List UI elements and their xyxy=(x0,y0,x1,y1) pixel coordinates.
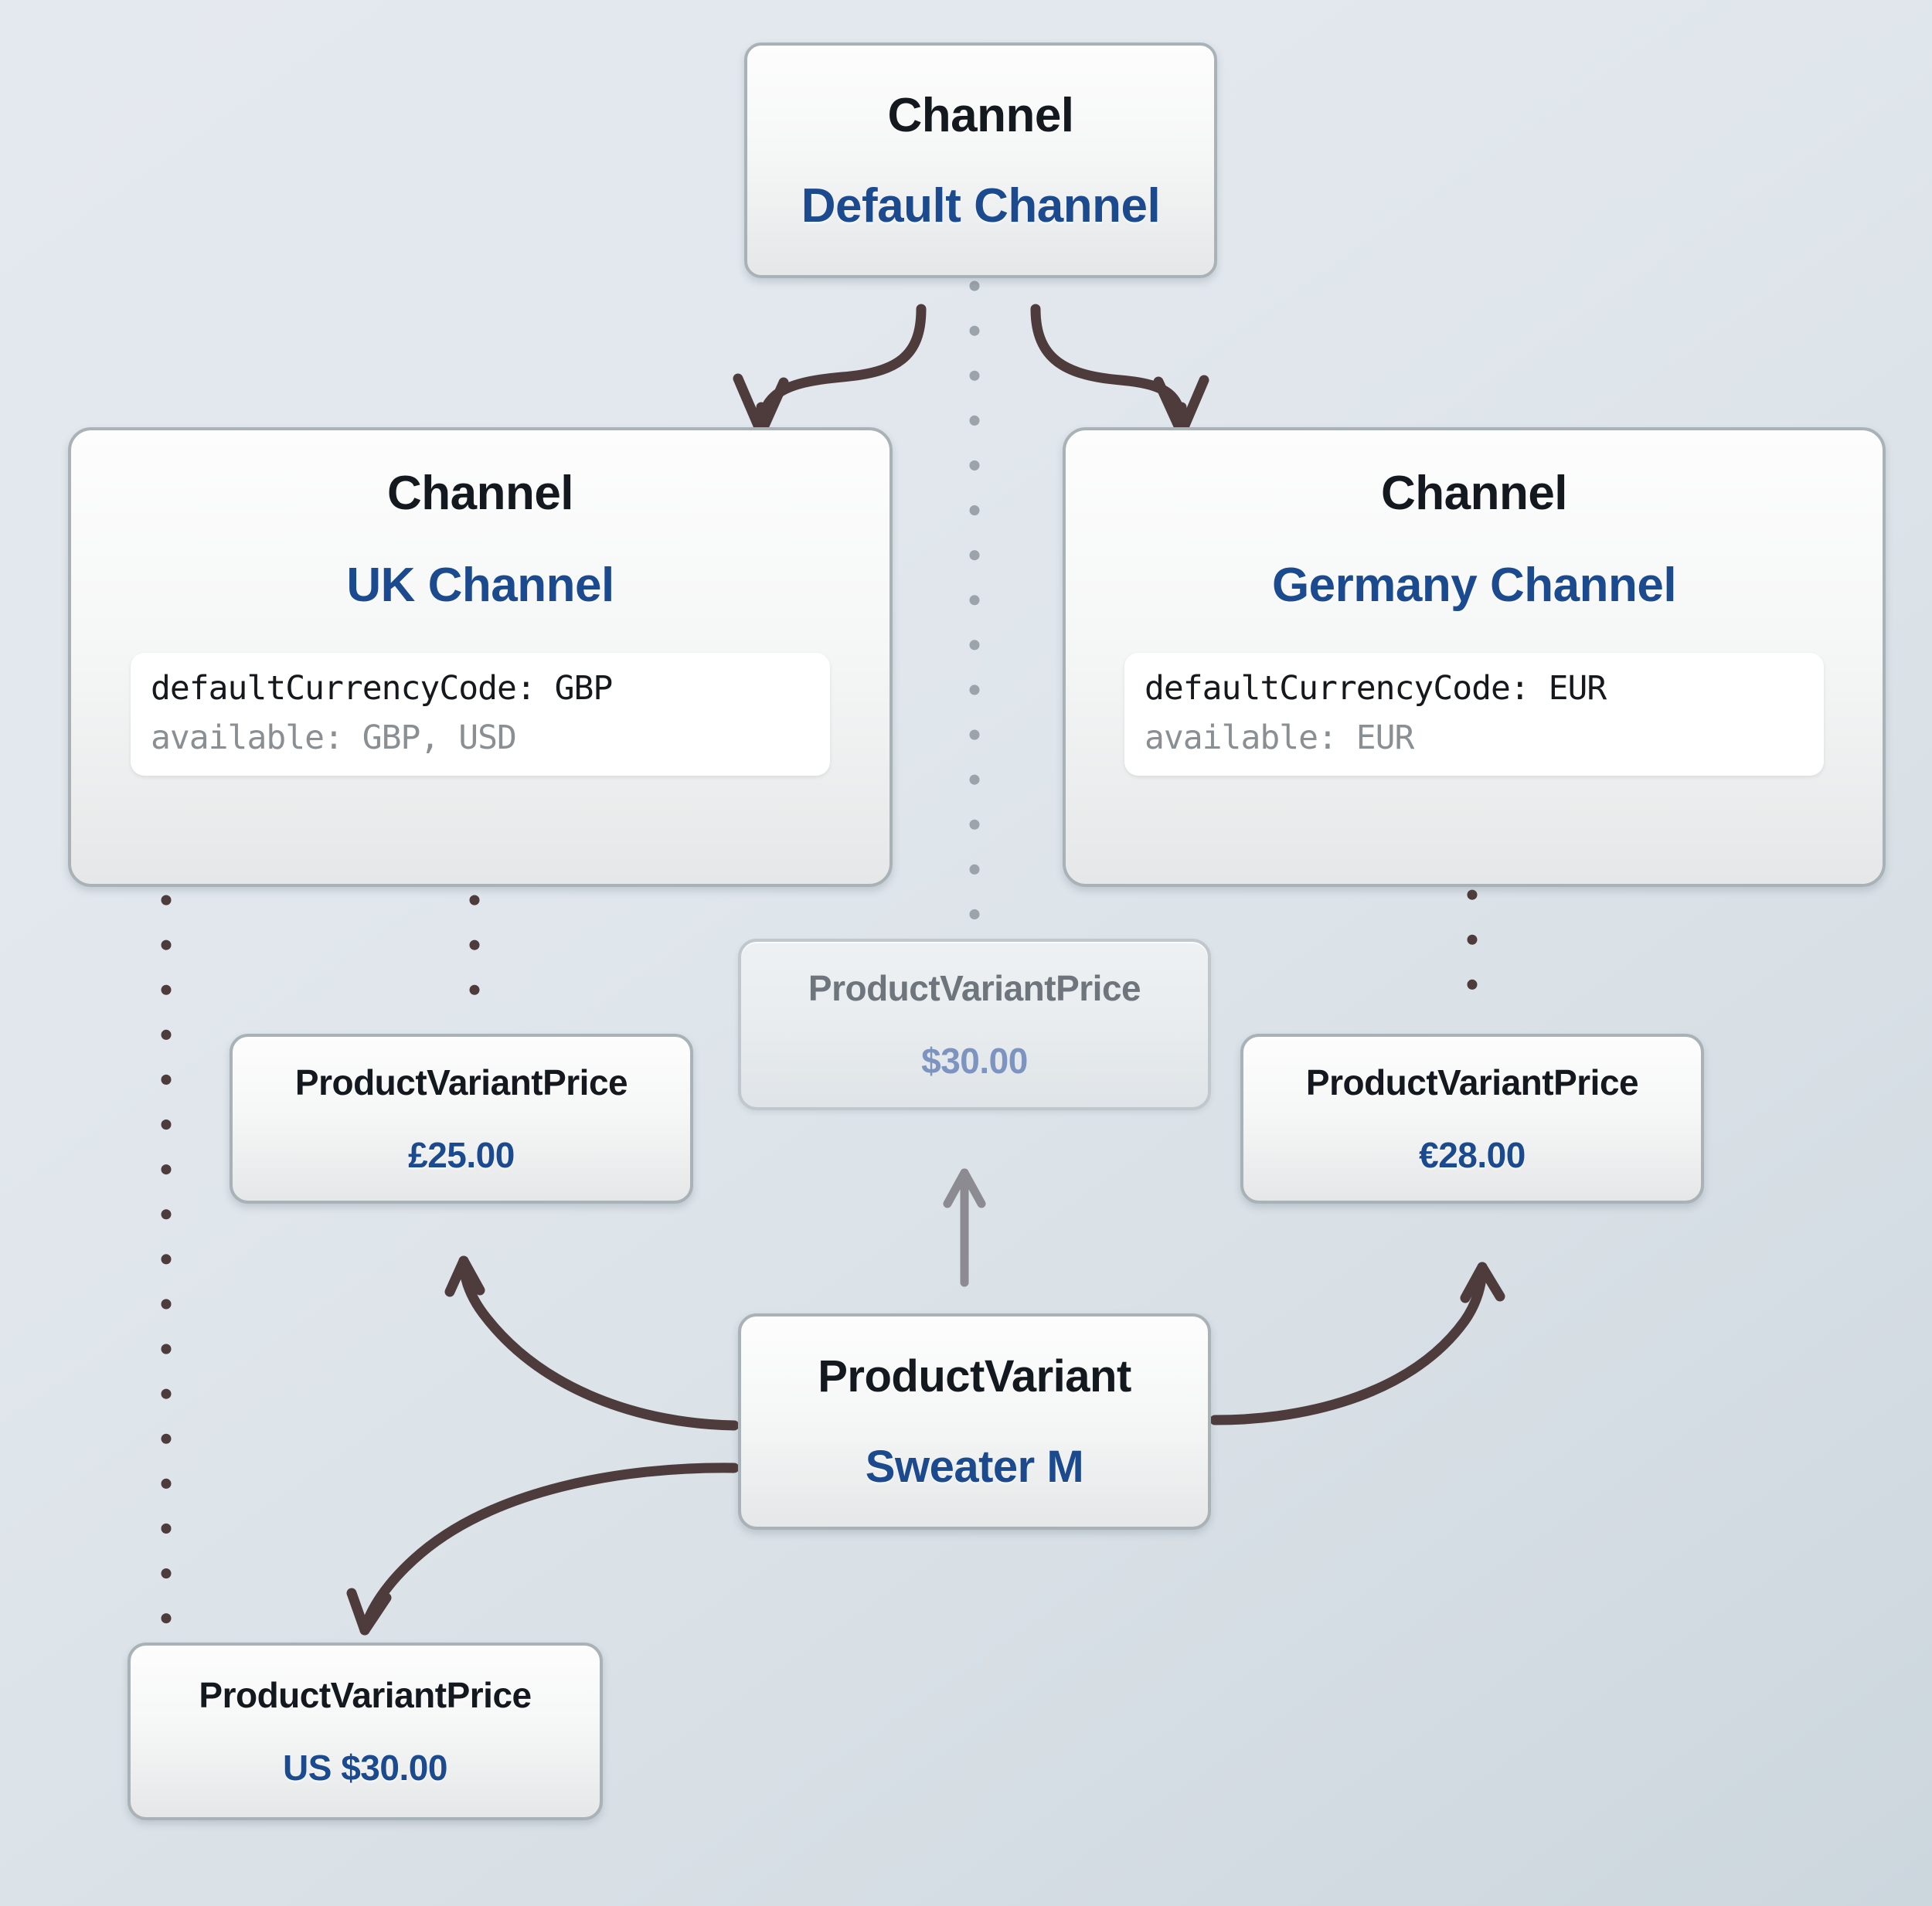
node-product-variant[interactable]: ProductVariant Sweater M xyxy=(738,1313,1211,1530)
node-value-label: UK Channel xyxy=(346,559,614,612)
node-value-label: €28.00 xyxy=(1419,1135,1526,1175)
node-type-label: ProductVariantPrice xyxy=(294,1062,628,1102)
germany-channel-properties: defaultCurrencyCode: EUR available: EUR xyxy=(1124,653,1824,776)
property-available-currencies: available: EUR xyxy=(1145,719,1414,758)
arrow-variant-to-ghost-price xyxy=(943,1168,986,1287)
arrow-variant-to-gbp-price xyxy=(444,1255,740,1431)
property-default-currency-code: defaultCurrencyCode: GBP xyxy=(151,669,613,708)
node-type-label: ProductVariantPrice xyxy=(1305,1062,1639,1102)
node-value-label: $30.00 xyxy=(921,1041,1028,1081)
node-default-channel[interactable]: Channel Default Channel xyxy=(744,42,1217,278)
node-type-label: Channel xyxy=(1380,467,1568,520)
node-value-label: Germany Channel xyxy=(1271,559,1677,612)
node-type-label: Channel xyxy=(386,467,574,520)
property-default-currency-code: defaultCurrencyCode: EUR xyxy=(1145,669,1607,708)
node-type-label: ProductVariantPrice xyxy=(808,968,1141,1008)
node-value-label: £25.00 xyxy=(408,1135,515,1175)
property-available-currencies: available: GBP, USD xyxy=(151,719,517,758)
node-type-label: Channel xyxy=(887,88,1074,142)
node-product-variant-price-usd-ghost[interactable]: ProductVariantPrice $30.00 xyxy=(738,939,1211,1110)
node-type-label: ProductVariant xyxy=(818,1351,1131,1401)
node-value-label: Default Channel xyxy=(801,178,1161,233)
node-product-variant-price-eur[interactable]: ProductVariantPrice €28.00 xyxy=(1240,1034,1704,1204)
node-product-variant-price-usd[interactable]: ProductVariantPrice US $30.00 xyxy=(128,1643,603,1820)
node-type-label: ProductVariantPrice xyxy=(199,1675,532,1715)
node-uk-channel[interactable]: Channel UK Channel defaultCurrencyCode: … xyxy=(68,427,893,887)
arrow-default-to-germany xyxy=(1030,304,1209,438)
node-germany-channel[interactable]: Channel Germany Channel defaultCurrencyC… xyxy=(1063,427,1886,887)
arrow-variant-to-usd-price xyxy=(346,1463,740,1636)
arrow-variant-to-eur-price xyxy=(1209,1262,1505,1425)
node-product-variant-price-gbp[interactable]: ProductVariantPrice £25.00 xyxy=(230,1034,693,1204)
node-value-label: US $30.00 xyxy=(283,1748,447,1788)
node-value-label: Sweater M xyxy=(865,1442,1084,1492)
uk-channel-properties: defaultCurrencyCode: GBP available: GBP,… xyxy=(131,653,830,776)
arrow-default-to-uk xyxy=(733,304,927,438)
